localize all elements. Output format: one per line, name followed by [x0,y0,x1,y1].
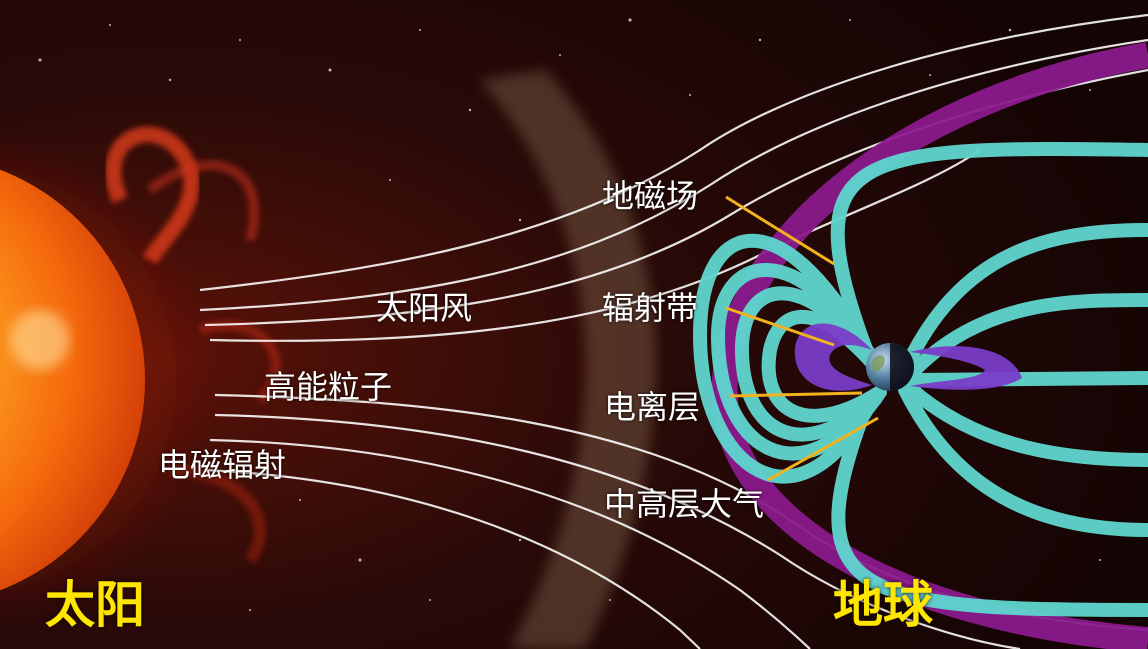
label-earth: 地球 [833,576,933,634]
label-electromagnetic-radiation: 电磁辐射 [158,446,287,484]
pointer-lines [725,195,879,482]
radiation-belt [794,323,1022,391]
label-middle-upper-atmosphere: 中高层大气 [604,485,765,523]
label-ionosphere: 电离层 [604,388,701,426]
sun [0,126,282,627]
stars [38,18,1101,611]
label-high-energy-particles: 高能粒子 [264,368,393,406]
label-geomagnetic-field: 地磁场 [602,177,699,215]
label-radiation-belt: 辐射带 [602,289,699,327]
label-sun: 太阳 [45,576,145,634]
earth [866,343,914,391]
bow-shock-arc [480,70,656,649]
label-solar-wind: 太阳风 [376,289,473,327]
